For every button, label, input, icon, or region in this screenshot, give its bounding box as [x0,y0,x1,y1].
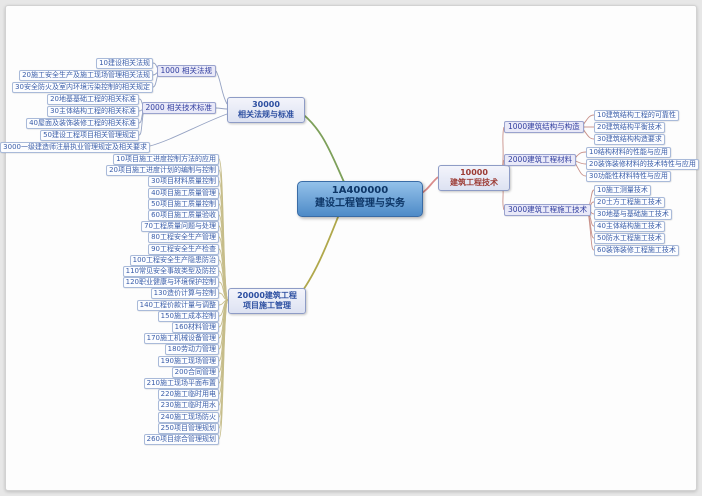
leaf-topic[interactable]: 80工程安全生产管理 [148,232,219,243]
branch-standards-code: 30000 [252,100,280,109]
leaf-topic[interactable]: 220施工临时用电 [157,389,219,400]
leaf-topic[interactable]: 20建筑结构平衡技术 [594,122,665,133]
leaf-topic[interactable]: 20地基基础工程的相关标准 [47,94,139,105]
leaf-topic[interactable]: 140工程价款计量与调整 [136,300,219,311]
subtopic-tech-standards[interactable]: 2000 相关技术标准 [141,102,216,114]
leaf-topic[interactable]: 110常见安全事故类型及防控 [122,266,219,277]
leaf-topic[interactable]: 130造价计算与控制 [150,288,219,299]
branch-management-title: 项目施工管理 [243,301,291,310]
leaf-topic[interactable]: 70工程质量问题与处理 [141,221,219,232]
leaf-topic[interactable]: 240施工现场防火 [157,412,219,423]
leaf-topic[interactable]: 190施工现场管理 [157,356,219,367]
leaf-topic[interactable]: 260项目综合管理规划 [143,434,219,445]
branch-management-code: 20000建筑工程 [237,291,297,300]
leaf-topic[interactable]: 30安全防火及室内环境污染控制的相关规定 [12,82,153,93]
leaf-topic[interactable]: 40屋面及装饰装修工程的相关标准 [26,118,139,129]
leaf-topic[interactable]: 200合同管理 [171,367,219,378]
leaf-topic[interactable]: 150施工成本控制 [157,311,219,322]
subtopic-construction[interactable]: 3000建筑工程施工技术 [504,204,592,216]
leaf-topic[interactable]: 20土方工程施工技术 [594,197,665,208]
leaf-topic[interactable]: 160材料管理 [171,322,219,333]
branch-standards[interactable]: 30000 相关法规与标准 [227,97,305,123]
topic-registration[interactable]: 3000一级建造师注册执业管理规定及相关要求 [0,142,150,153]
branch-technology-code: 10000 [460,168,488,177]
subtopic-materials[interactable]: 2000建筑工程材料 [504,154,577,166]
central-topic[interactable]: 1A400000 建设工程管理与实务 [297,181,423,217]
leaf-topic[interactable]: 20项目施工进度计划的编制与控制 [106,165,219,176]
leaf-topic[interactable]: 180劳动力管理 [164,344,219,355]
leaf-topic[interactable]: 10建设相关法规 [96,58,153,69]
leaf-topic[interactable]: 90工程安全生产检查 [148,244,219,255]
leaf-topic[interactable]: 170施工机械设备管理 [143,333,219,344]
leaf-topic[interactable]: 230施工临时用水 [157,400,219,411]
branch-management[interactable]: 20000建筑工程 项目施工管理 [228,288,306,314]
leaf-topic[interactable]: 20装饰装修材料的技术特性与应用 [586,159,699,170]
leaf-topic[interactable]: 20施工安全生产及施工现场管理相关法规 [19,70,153,81]
branch-technology[interactable]: 10000 建筑工程技术 [438,165,510,191]
leaf-topic[interactable]: 50建设工程项目相关管理规定 [40,130,139,141]
leaf-topic[interactable]: 100工程安全生产隐患防治 [129,255,219,266]
leaf-topic[interactable]: 30主体结构工程的相关标准 [47,106,139,117]
leaf-topic[interactable]: 30项目材料质量控制 [148,176,219,187]
leaf-topic[interactable]: 250项目管理规划 [157,423,219,434]
leaf-topic[interactable]: 50项目施工质量控制 [148,199,219,210]
branch-standards-title: 相关法规与标准 [238,110,294,119]
leaf-topic[interactable]: 10项目施工进度控制方法的应用 [113,154,219,165]
leaf-topic[interactable]: 30建筑结构构造要求 [594,134,665,145]
leaf-topic[interactable]: 40项目施工质量管理 [148,188,219,199]
leaf-topic[interactable]: 60项目施工质量验收 [148,210,219,221]
subtopic-structure[interactable]: 1000建筑结构与构造 [504,121,584,133]
leaf-topic[interactable]: 40主体结构施工技术 [594,221,665,232]
central-topic-code: 1A400000 [331,185,389,196]
leaf-topic[interactable]: 30功能性材料特性与应用 [586,171,671,182]
leaf-topic[interactable]: 10建筑结构工程的可靠性 [594,110,679,121]
leaf-topic[interactable]: 210施工现场平面布置 [143,378,219,389]
leaf-topic[interactable]: 60装饰装修工程施工技术 [594,245,679,256]
leaf-topic[interactable]: 120职业健康与环境保护控制 [122,277,219,288]
leaf-topic[interactable]: 10结构材料的性能与应用 [586,147,671,158]
leaf-topic[interactable]: 10施工测量技术 [594,185,651,196]
central-topic-title: 建设工程管理与实务 [315,198,405,209]
branch-technology-title: 建筑工程技术 [450,178,498,187]
subtopic-laws[interactable]: 1000 相关法规 [156,65,216,77]
leaf-topic[interactable]: 50防水工程施工技术 [594,233,665,244]
leaf-topic[interactable]: 30地基与基础施工技术 [594,209,672,220]
